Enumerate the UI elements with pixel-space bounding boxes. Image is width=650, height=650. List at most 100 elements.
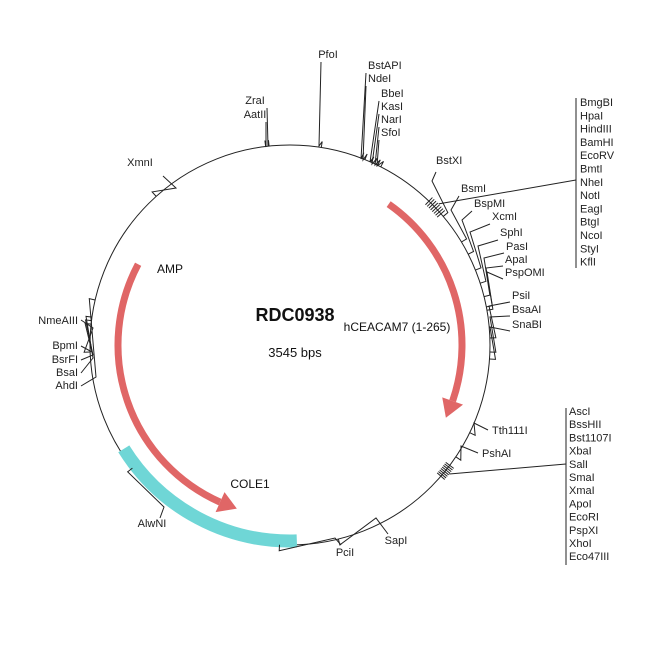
cluster-bottom-tick [439, 469, 448, 477]
site-label-bspmi: BspMI [474, 198, 505, 210]
site-label-sfoi: SfoI [381, 127, 401, 139]
cluster-bottom-site-xhoi: XhoI [569, 538, 592, 550]
site-label-bsai: BsaI [56, 367, 78, 379]
cluster-top-tick [435, 208, 444, 216]
cluster-bottom-site-pspxi: PspXI [569, 525, 598, 537]
hceacam7-arrowhead [442, 397, 464, 418]
cluster-top-site-bamhi: BamHI [580, 137, 614, 149]
cluster-top-site-hpai: HpaI [580, 110, 603, 122]
site-label-aatii: AatII [244, 109, 267, 121]
site-leader-apai [485, 265, 504, 308]
cluster-bottom-site-xbai: XbaI [569, 446, 592, 458]
plasmid-size: 3545 bps [268, 345, 322, 360]
cluster-top-site-bmgbi: BmgBI [580, 97, 613, 109]
site-label-tth111i: Tth111I [492, 425, 528, 437]
cluster-bottom-tick [444, 463, 453, 471]
cluster-bottom-site-asci: AscI [569, 406, 590, 418]
cole1-feature-label: COLE1 [230, 477, 270, 491]
site-label-bstapi: BstAPI [368, 60, 402, 72]
site-leader-bsai [80, 315, 94, 374]
cluster-bottom-tick [438, 471, 447, 479]
site-leader-pcii [278, 537, 342, 552]
site-leader-ndei [362, 85, 368, 162]
cole1-feature-band [118, 445, 298, 548]
cluster-top-tick [426, 198, 435, 207]
cluster-bottom-site-eco47iii: Eco47III [569, 551, 609, 563]
site-leader-pshai [455, 445, 479, 462]
cluster-top-site-kfli: KflI [580, 257, 596, 269]
site-leader-pfoi [318, 61, 323, 148]
cluster-top-tick [436, 210, 446, 218]
site-label-bsaai: BsaAI [512, 304, 541, 316]
cluster-bottom-site-apoi: ApoI [569, 498, 592, 510]
site-leader-xmni [151, 175, 178, 197]
site-leader-bstxi [431, 171, 449, 217]
cluster-top-tick [431, 204, 440, 213]
site-label-bsrfi: BsrFI [52, 354, 78, 366]
site-leader-alwni [126, 467, 165, 519]
site-label-ahdi: AhdI [55, 380, 78, 392]
cluster-bottom-tick [445, 461, 455, 469]
site-label-nmeaiii: NmeAIII [38, 315, 78, 327]
site-label-nari: NarI [381, 114, 402, 126]
site-leader-snabi [489, 326, 511, 360]
cluster-bottom-tick [441, 466, 451, 474]
cluster-bottom-site-smai: SmaI [569, 472, 595, 484]
site-label-bbei: BbeI [381, 88, 404, 100]
site-leader-sfoi [376, 139, 384, 168]
cluster-top-site-styi: StyI [580, 243, 599, 255]
site-cluster-layer: BmgBIHpaIHindIIIBamHIEcoRVBmtINheINotIEa… [425, 97, 615, 565]
site-label-bstxi: BstXI [436, 155, 462, 167]
site-leader-zrai [266, 107, 270, 147]
site-leader-bsaai [489, 315, 511, 353]
site-label-xmni: XmnI [127, 157, 153, 169]
cluster-bottom-tick [443, 465, 452, 473]
site-label-apai: ApaI [505, 254, 528, 266]
site-leader-tth111i [469, 422, 489, 437]
amp-arrowhead [215, 492, 237, 513]
cluster-top-site-eagi: EagI [580, 203, 603, 215]
site-label-snabi: SnaBI [512, 319, 542, 331]
site-label-sphi: SphI [500, 227, 523, 239]
cluster-top-tick [433, 206, 442, 214]
site-label-bpmi: BpmI [52, 340, 78, 352]
site-label-pasi: PasI [506, 241, 528, 253]
cluster-bottom-site-ecori: EcoRI [569, 512, 599, 524]
hceacam7-feature-arc [386, 201, 466, 403]
cluster-top-tick [428, 200, 437, 209]
site-label-zrai: ZraI [245, 95, 265, 107]
site-leader-sapi [337, 517, 389, 546]
site-label-alwni: AlwNI [138, 518, 167, 530]
site-leader-psii [488, 301, 511, 339]
cluster-top-site-hindiii: HindIII [580, 124, 612, 136]
site-label-ndei: NdeI [368, 73, 391, 85]
plasmid-name: RDC0938 [255, 305, 334, 325]
cluster-bottom-site-sali: SalI [569, 459, 588, 471]
cluster-top-tick [425, 197, 433, 206]
cluster-top-site-btgi: BtgI [580, 217, 600, 229]
cluster-bottom-site-bsshii: BssHII [569, 419, 601, 431]
cluster-bottom-site-xmai: XmaI [569, 485, 595, 497]
cluster-top-connector [438, 179, 577, 205]
hceacam7-feature-label: hCEACAM7 (1-265) [344, 320, 451, 334]
site-leader-aatii [264, 122, 267, 148]
cluster-top-site-ecorv: EcoRV [580, 150, 615, 162]
cluster-bottom-tick [440, 468, 449, 476]
site-label-pfoi: PfoI [318, 49, 338, 61]
cluster-top-site-noti: NotI [580, 190, 600, 202]
site-label-xcmi: XcmI [492, 211, 517, 223]
site-leader-xcmi [469, 223, 491, 271]
site-leader-bspmi [461, 210, 475, 255]
site-label-psii: PsiI [512, 290, 530, 302]
site-label-kasi: KasI [381, 101, 403, 113]
site-label-sapi: SapI [385, 535, 408, 547]
site-label-pspomi: PspOMI [505, 267, 545, 279]
site-label-pcii: PciI [336, 547, 354, 559]
site-label-pshai: PshAI [482, 448, 511, 460]
cluster-bottom-connector [449, 463, 567, 475]
site-leader-sphi [477, 239, 499, 284]
site-leader-bpmi [80, 322, 93, 353]
cluster-top-site-ncoi: NcoI [580, 230, 603, 242]
